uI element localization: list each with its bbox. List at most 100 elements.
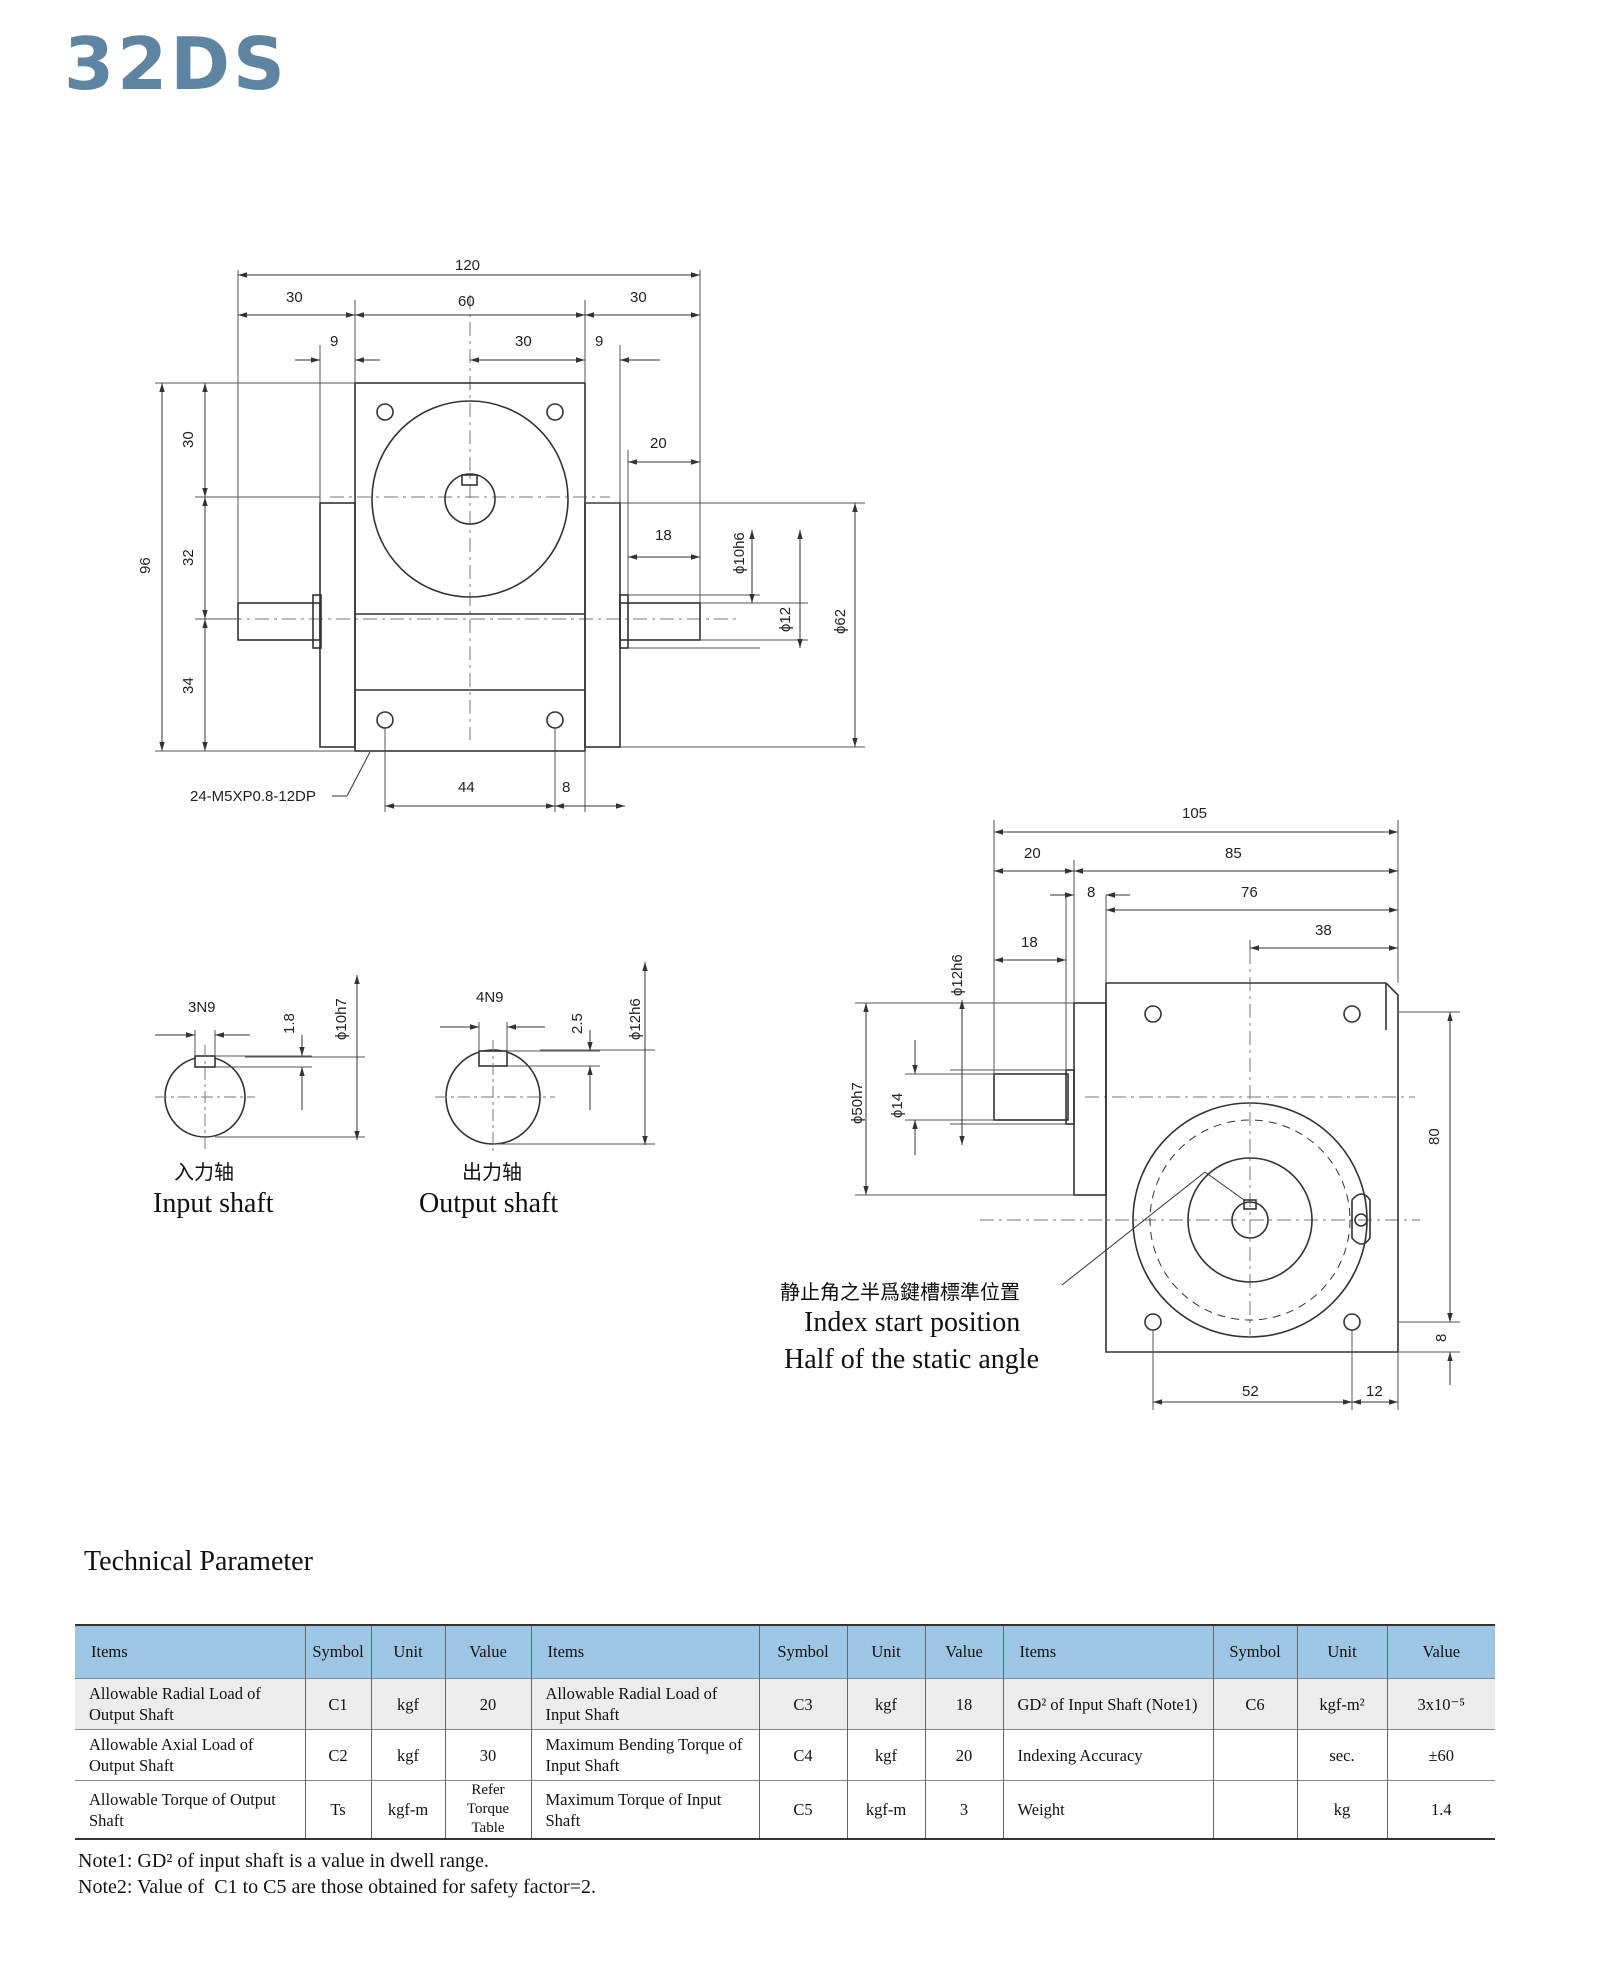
dim-label: 8 [562, 779, 570, 796]
table-cell: Allowable Axial Load of Output Shaft [75, 1729, 305, 1781]
table-cell: Maximum Torque of Input Shaft [530, 1780, 759, 1840]
table-cell: 20 [444, 1678, 531, 1730]
table-cell: ±60 [1386, 1729, 1495, 1781]
table-cell: C4 [758, 1729, 847, 1781]
table-cell: Allowable Radial Load of Output Shaft [75, 1678, 305, 1730]
header-cell: Items [530, 1624, 759, 1679]
section-title: Technical Parameter [84, 1546, 313, 1577]
input-shaft-section [155, 975, 365, 1150]
dim-label: ϕ50h7 [849, 1082, 866, 1124]
dim-label: 32 [180, 549, 197, 566]
table-cell: kg [1296, 1780, 1387, 1840]
front-view [155, 270, 865, 812]
dim-label: 52 [1242, 1383, 1259, 1400]
table-cell: sec. [1296, 1729, 1387, 1781]
header-cell: Symbol [304, 1624, 371, 1679]
table-cell: 30 [444, 1729, 531, 1781]
front-dim-labels: 120 30 60 30 9 30 9 20 18 30 32 34 96 ϕ1… [137, 257, 849, 805]
table-cell: C2 [304, 1729, 371, 1781]
table-cell: kgf-m² [1296, 1678, 1387, 1730]
output-shaft-caption-en: Output shaft [419, 1188, 559, 1219]
table-header-row: Items Symbol Unit Value Items Symbol Uni… [75, 1624, 1495, 1679]
input-shaft-caption-en: Input shaft [153, 1188, 274, 1219]
index-caption-en2: Half of the static angle [784, 1344, 1040, 1375]
table-row: Allowable Torque of Output Shaft Ts kgf-… [75, 1780, 1495, 1840]
technical-parameter-table: Items Symbol Unit Value Items Symbol Uni… [75, 1624, 1495, 1840]
dim-label: 20 [650, 435, 667, 452]
table-cell: C5 [758, 1780, 847, 1840]
table-row: Allowable Axial Load of Output Shaft C2 … [75, 1729, 1495, 1781]
dim-label: 2.5 [569, 1013, 586, 1034]
dim-label: 60 [458, 293, 475, 310]
dim-label: ϕ14 [889, 1093, 906, 1118]
input-shaft-caption-zh: 入力轴 [174, 1160, 234, 1184]
dim-label: 80 [1426, 1128, 1443, 1145]
header-cell: Value [1386, 1624, 1495, 1679]
dim-label: 1.8 [281, 1013, 298, 1034]
table-cell: kgf [370, 1729, 445, 1781]
table-cell: 1.4 [1386, 1780, 1495, 1840]
table-cell: Maximum Bending Torque of Input Shaft [530, 1729, 759, 1781]
dim-label: 30 [630, 289, 647, 306]
dim-label: ϕ62 [832, 609, 849, 634]
table-cell: C6 [1212, 1678, 1297, 1730]
header-cell: Items [1002, 1624, 1213, 1679]
dim-label: 3N9 [188, 999, 216, 1016]
table-cell [1212, 1729, 1297, 1781]
dim-label: 34 [180, 677, 197, 694]
table-cell: kgf [846, 1729, 925, 1781]
table-cell: 3 [924, 1780, 1003, 1840]
dim-label: 76 [1241, 884, 1258, 901]
index-caption-en1: Index start position [804, 1307, 1021, 1338]
dim-label: ϕ12h6 [627, 998, 644, 1040]
note-2: Note2: Value of C1 to C5 are those obtai… [78, 1876, 596, 1898]
table-cell: C1 [304, 1678, 371, 1730]
dim-label: 20 [1024, 845, 1041, 862]
key-dim-labels: 3N9 1.8 ϕ10h7 4N9 2.5 ϕ12h6 [188, 989, 644, 1040]
table-cell: 3x10⁻⁵ [1386, 1678, 1495, 1730]
table-cell: GD² of Input Shaft (Note1) [1002, 1678, 1213, 1730]
dim-label: 8 [1087, 884, 1095, 901]
header-cell: Symbol [1212, 1624, 1297, 1679]
dim-label: 96 [137, 557, 154, 574]
dim-label: 105 [1182, 805, 1207, 822]
model-title: 32DS [64, 22, 288, 106]
dim-label: 8 [1433, 1334, 1450, 1342]
dim-label: 120 [455, 257, 480, 274]
notes: Note1: GD² of input shaft is a value in … [78, 1848, 596, 1900]
table-cell: kgf-m [846, 1780, 925, 1840]
output-shaft-caption-zh: 出力轴 [462, 1160, 522, 1184]
dim-label: 12 [1366, 1383, 1383, 1400]
table-cell [1212, 1780, 1297, 1840]
table-row: Allowable Radial Load of Output Shaft C1… [75, 1678, 1495, 1730]
header-cell: Value [924, 1624, 1003, 1679]
header-cell: Symbol [758, 1624, 847, 1679]
output-shaft-section [435, 962, 655, 1155]
table-cell: Weight [1002, 1780, 1213, 1840]
header-cell: Value [444, 1624, 531, 1679]
dim-label: 30 [515, 333, 532, 350]
note-1: Note1: GD² of input shaft is a value in … [78, 1850, 489, 1872]
header-cell: Unit [846, 1624, 925, 1679]
header-cell: Items [75, 1624, 305, 1679]
dim-label: ϕ10h7 [333, 998, 350, 1040]
dim-label: 18 [1021, 934, 1038, 951]
side-dim-labels: 105 20 85 8 76 18 38 ϕ12h6 ϕ50h7 ϕ14 80 … [849, 805, 1450, 1400]
dim-label: 4N9 [476, 989, 504, 1006]
table-cell: C3 [758, 1678, 847, 1730]
table-cell: kgf [846, 1678, 925, 1730]
dim-label: 85 [1225, 845, 1242, 862]
dim-label: ϕ12h6 [949, 954, 966, 996]
dim-label: 30 [180, 431, 197, 448]
index-caption-zh: 静止角之半爲鍵槽標準位置 [780, 1280, 1020, 1304]
table-cell: kgf-m [370, 1780, 445, 1840]
dim-label: 38 [1315, 922, 1332, 939]
dim-label: 44 [458, 779, 475, 796]
table-cell: 20 [924, 1729, 1003, 1781]
header-cell: Unit [370, 1624, 445, 1679]
dim-label: 9 [595, 333, 603, 350]
tapped-hole-note: 24-M5XP0.8-12DP [190, 788, 316, 805]
table-cell: Allowable Torque of Output Shaft [75, 1780, 305, 1840]
table-cell: Allowable Radial Load of Input Shaft [530, 1678, 759, 1730]
